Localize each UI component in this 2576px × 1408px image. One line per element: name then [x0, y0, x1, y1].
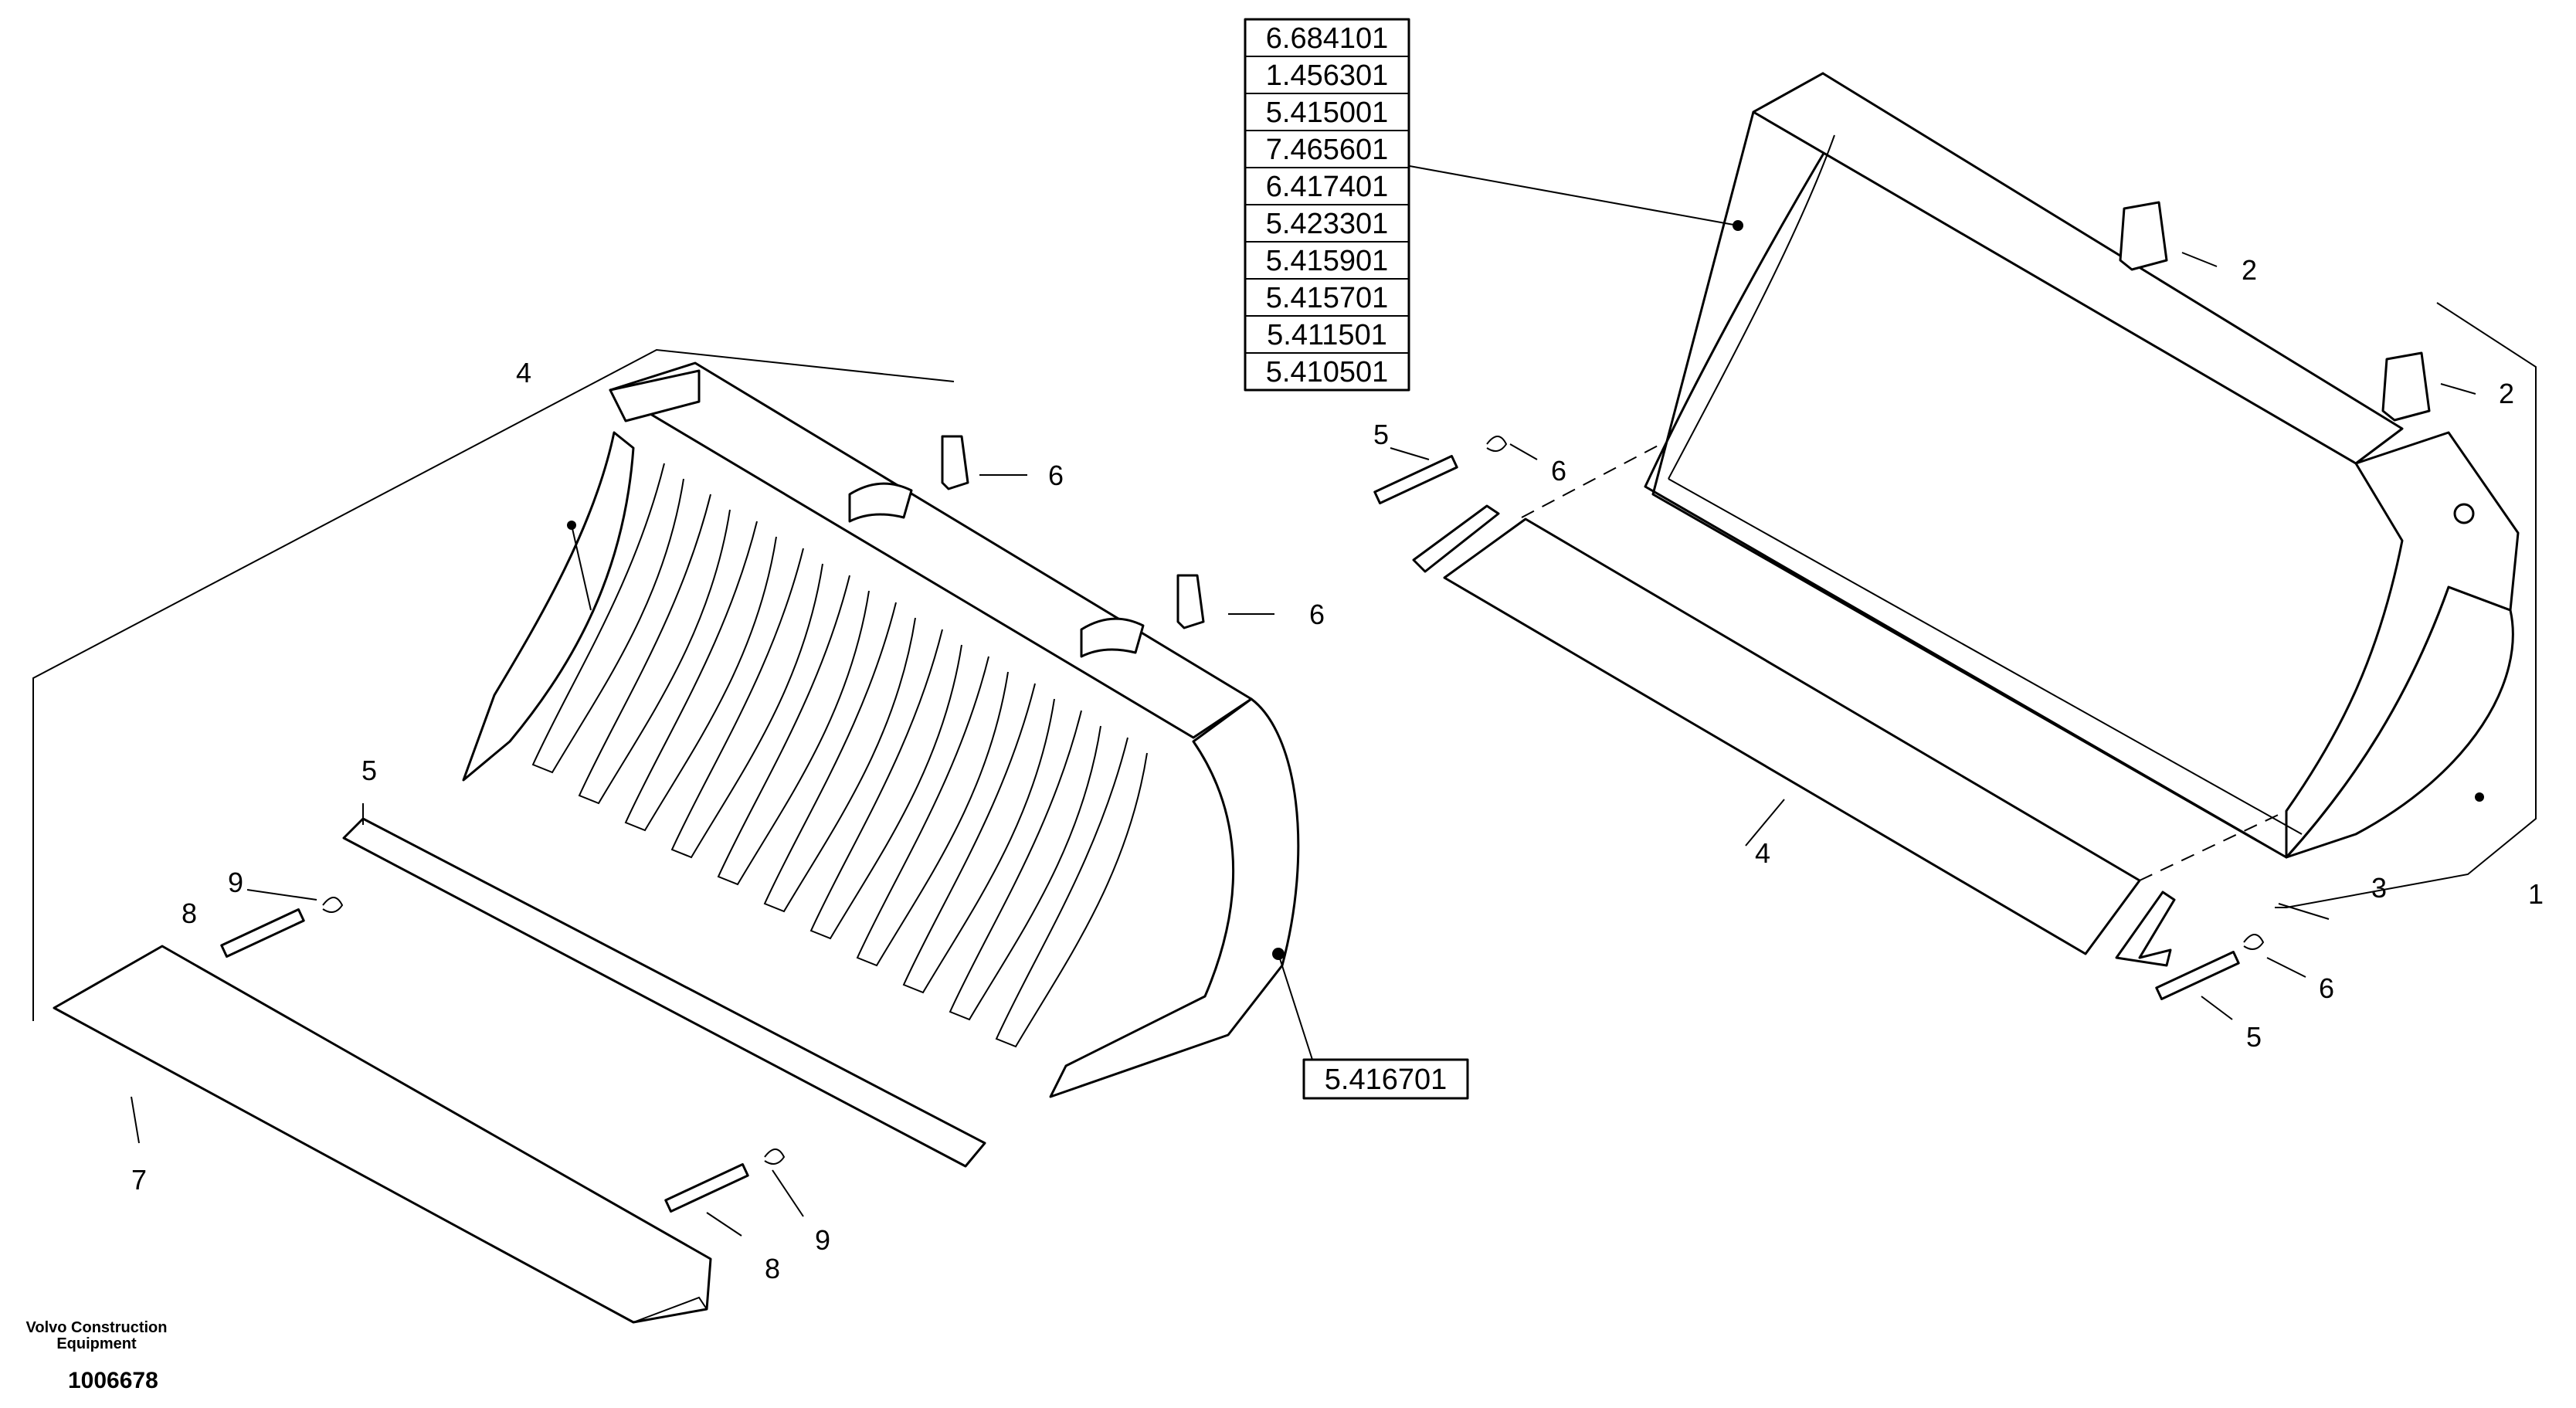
ref-table-number: 5.411501: [1267, 319, 1387, 351]
ref-box-left: 5.416701: [1302, 1058, 1469, 1100]
ref-box-number: 5.416701: [1325, 1064, 1448, 1096]
callout-1-right: 1: [2528, 878, 2544, 910]
standard-bucket: [1373, 72, 2537, 1020]
callout-4-left: 4: [516, 357, 531, 388]
callout-8-left-a: 8: [182, 897, 197, 929]
ref-table-number: 5.415701: [1266, 282, 1389, 314]
callout-5-right-a: 5: [1373, 419, 1389, 450]
drawing-number: 1006678: [68, 1368, 158, 1393]
callout-4-right: 4: [1755, 837, 1770, 869]
rake-tines: [531, 463, 1148, 1048]
ref-table-number: 5.415001: [1266, 97, 1389, 129]
ref-table-number: 5.423301: [1266, 208, 1389, 240]
callout-9-left-b: 9: [815, 1224, 830, 1256]
springs-and-pins-left: [220, 889, 804, 1237]
callout-2-right-b: 2: [2499, 378, 2514, 409]
callout-6-left-b: 6: [1309, 599, 1325, 630]
callout-6-right-b: 6: [2319, 972, 2334, 1004]
rake-bucket: [32, 348, 1314, 1324]
callout-6-left-a: 6: [1048, 460, 1064, 491]
ref-table-number: 5.415901: [1266, 245, 1389, 277]
footer-company-line1: Volvo Construction: [26, 1319, 168, 1336]
ref-table-number: 7.465601: [1266, 134, 1389, 166]
callout-3-right: 3: [2371, 872, 2387, 904]
callout-8-left-b: 8: [765, 1253, 780, 1284]
callout-6-right-a: 6: [1551, 455, 1566, 487]
ref-table-number: 6.417401: [1266, 171, 1389, 203]
ref-table-number: 1.456301: [1266, 59, 1389, 92]
callout-9-left-a: 9: [228, 867, 243, 898]
callout-5-right-b: 5: [2246, 1021, 2262, 1053]
ref-table-number: 6.684101: [1266, 22, 1389, 55]
callout-7-left: 7: [131, 1164, 147, 1196]
ref-table-number: 5.410501: [1266, 356, 1389, 388]
ref-table: 6.684101 1.456301 5.415001 7.465601 6.417401…: [1244, 18, 1410, 392]
callout-2-right-a: 2: [2242, 254, 2257, 286]
footer-company-line2: Equipment: [56, 1335, 137, 1352]
callout-5-left: 5: [361, 755, 377, 786]
